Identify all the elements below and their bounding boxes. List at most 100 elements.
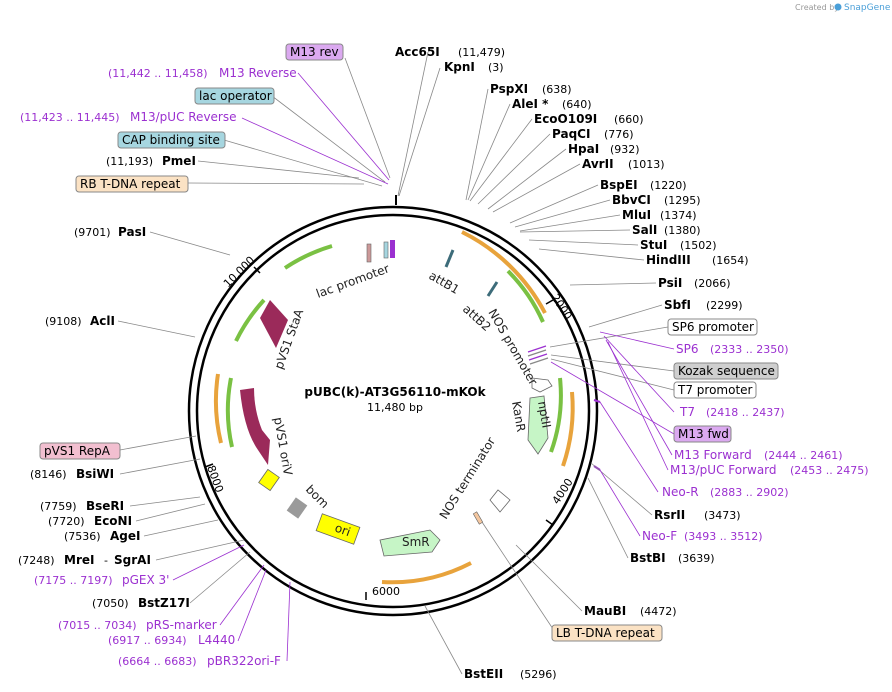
enzyme-bstbi[interactable]: BstBI xyxy=(630,551,666,565)
enzyme-bbvci[interactable]: BbvCI xyxy=(612,193,651,207)
enzyme-rsrii[interactable]: RsrII xyxy=(654,508,685,522)
primer-prs-marker[interactable]: pRS-marker xyxy=(146,618,217,632)
primer-t7[interactable]: T7 xyxy=(679,405,695,419)
plasmid-name: pUBC(k)-AT3G56110-mKOk xyxy=(304,385,486,399)
feature-arc-green-3[interactable] xyxy=(283,244,333,270)
enzyme-pasi-pos: (9701) xyxy=(74,226,111,239)
enzyme-kpni[interactable]: KpnI xyxy=(444,60,475,74)
feature-pvs1-oriv[interactable] xyxy=(258,468,280,492)
enzyme-sbfi[interactable]: SbfI xyxy=(664,298,691,312)
enzyme-pspxi[interactable]: PspXI xyxy=(490,82,528,96)
feature-lac-operator-glyph[interactable] xyxy=(383,241,389,259)
feature-smr-arrow[interactable] xyxy=(379,529,441,557)
enzyme-sali-pos: (1380) xyxy=(664,224,701,237)
enzyme-mrei[interactable]: MreI xyxy=(64,553,94,567)
enzyme-stui[interactable]: StuI xyxy=(640,238,667,252)
primer-pgex3[interactable]: pGEX 3' xyxy=(122,573,169,587)
box-m13-fwd[interactable] xyxy=(673,425,732,443)
credit-brand: SnapGene xyxy=(844,3,891,13)
enzyme-bstz17i-pos: (7050) xyxy=(92,597,129,610)
feature-mcs-cluster[interactable] xyxy=(527,345,549,365)
tick-4000 xyxy=(545,519,554,526)
feature-arc-green-1[interactable] xyxy=(506,269,545,323)
feature-white-arrow-1[interactable] xyxy=(531,377,553,393)
feature-attb2[interactable] xyxy=(486,281,499,297)
primer-m13-puc-reverse[interactable]: M13/pUC Reverse xyxy=(130,110,237,124)
box-lac-operator[interactable] xyxy=(194,87,275,105)
primer-neo-r[interactable]: Neo-R xyxy=(662,485,699,499)
feature-ori-arrow[interactable] xyxy=(315,513,361,545)
enzyme-mlui[interactable]: MluI xyxy=(622,208,651,222)
primer-sp6[interactable]: SP6 xyxy=(676,342,699,356)
label-kanr: KanR xyxy=(509,400,528,433)
enzyme-bsteii[interactable]: BstEII xyxy=(464,667,503,681)
enzyme-paqci[interactable]: PaqCI xyxy=(552,127,590,141)
enzyme-econi[interactable]: EcoNI xyxy=(94,514,132,528)
enzyme-avrii[interactable]: AvrII xyxy=(582,157,614,171)
feature-arc-green-4[interactable] xyxy=(234,298,266,342)
feature-arc-kanr-orange[interactable] xyxy=(561,391,575,467)
feature-nptii-arrow[interactable] xyxy=(527,395,549,455)
enzyme-bsiwi-pos: (8146) xyxy=(30,468,67,481)
backbone-inner-ring xyxy=(195,213,591,609)
feature-pvs1-repa[interactable] xyxy=(240,388,270,465)
feature-m13-glyph[interactable] xyxy=(390,240,395,258)
feature-white-arrow-2[interactable] xyxy=(489,489,511,513)
box-cap-binding-site[interactable] xyxy=(117,131,226,149)
enzyme-bspei[interactable]: BspEI xyxy=(600,178,638,192)
enzyme-sali[interactable]: SalI xyxy=(632,223,657,237)
feature-arc-smr-orange[interactable] xyxy=(381,561,472,585)
primer-l4440[interactable]: L4440 xyxy=(198,633,235,647)
primer-m13-reverse[interactable]: M13 Reverse xyxy=(219,66,297,80)
enzyme-rsrii-pos: (3473) xyxy=(704,509,741,522)
enzyme-ecoo109i-pos: (660) xyxy=(614,113,644,126)
enzyme-pasi[interactable]: PasI xyxy=(118,225,146,239)
enzyme-psii-pos: (2066) xyxy=(694,277,731,290)
feature-arc-green-5[interactable] xyxy=(225,377,234,448)
primer-prs-marker-pos: (7015 .. 7034) xyxy=(58,619,137,632)
feature-arc-repa-orange[interactable] xyxy=(213,373,223,444)
enzyme-maubi[interactable]: MauBI xyxy=(584,604,626,618)
primer-neo-f[interactable]: Neo-F xyxy=(642,529,677,543)
enzyme-alei[interactable]: AleI * xyxy=(512,97,549,111)
primer-pbr322ori-f[interactable]: pBR322ori-F xyxy=(207,654,281,668)
primer-m13-puc-reverse-pos: (11,423 .. 11,445) xyxy=(20,111,120,124)
feature-nos-term-glyph[interactable] xyxy=(472,511,484,525)
enzyme-acli[interactable]: AclI xyxy=(90,314,115,328)
primer-t7-pos: (2418 .. 2437) xyxy=(706,406,785,419)
enzyme-bseri[interactable]: BseRI xyxy=(86,499,124,513)
box-sp6-promoter[interactable] xyxy=(667,318,758,336)
enzyme-ecoo109i[interactable]: EcoO109I xyxy=(534,112,597,126)
box-m13-rev[interactable] xyxy=(285,43,344,61)
enzyme-psii[interactable]: PsiI xyxy=(658,276,682,290)
label-attb1: attB1 xyxy=(427,268,462,296)
feature-arc-nos-promoter[interactable] xyxy=(461,230,547,314)
enzyme-hpai[interactable]: HpaI xyxy=(568,142,599,156)
enzyme-bspei-pos: (1220) xyxy=(650,179,687,192)
label-ori: ori xyxy=(333,521,352,539)
box-kozak-sequence[interactable] xyxy=(673,362,779,380)
box-pvs1-repa[interactable] xyxy=(39,442,121,460)
feature-pvs1-staa[interactable] xyxy=(260,300,288,348)
enzyme-sgrai[interactable]: SgrAI xyxy=(114,553,151,567)
feature-bom[interactable] xyxy=(286,497,308,519)
box-t7-promoter[interactable] xyxy=(673,381,757,399)
enzyme-acc65i[interactable]: Acc65I xyxy=(395,45,440,59)
enzyme-bseri-pos: (7759) xyxy=(40,500,77,513)
enzyme-pmei[interactable]: PmeI xyxy=(162,154,196,168)
enzyme-bstbi-pos: (3639) xyxy=(678,552,715,565)
feature-attb1[interactable] xyxy=(444,249,455,268)
enzyme-agei[interactable]: AgeI xyxy=(110,529,140,543)
enzyme-hindiii[interactable]: HindIII xyxy=(646,253,691,267)
backbone-outer-ring xyxy=(187,205,599,617)
primer-m13-puc-forward[interactable]: M13/pUC Forward xyxy=(670,463,777,477)
primer-m13-forward[interactable]: M13 Forward xyxy=(674,448,752,462)
enzyme-bstz17i[interactable]: BstZ17I xyxy=(138,596,190,610)
box-lb-tdna-repeat[interactable] xyxy=(551,624,663,642)
feature-arc-green-2[interactable] xyxy=(549,377,563,453)
feature-lac-promoter-glyph[interactable] xyxy=(366,243,372,263)
box-rb-tdna-repeat[interactable] xyxy=(75,175,189,193)
primer-l4440-pos: (6917 .. 6934) xyxy=(108,634,187,647)
enzyme-bsiwi[interactable]: BsiWI xyxy=(76,467,114,481)
enzyme-kpni-pos: (3) xyxy=(488,61,504,74)
